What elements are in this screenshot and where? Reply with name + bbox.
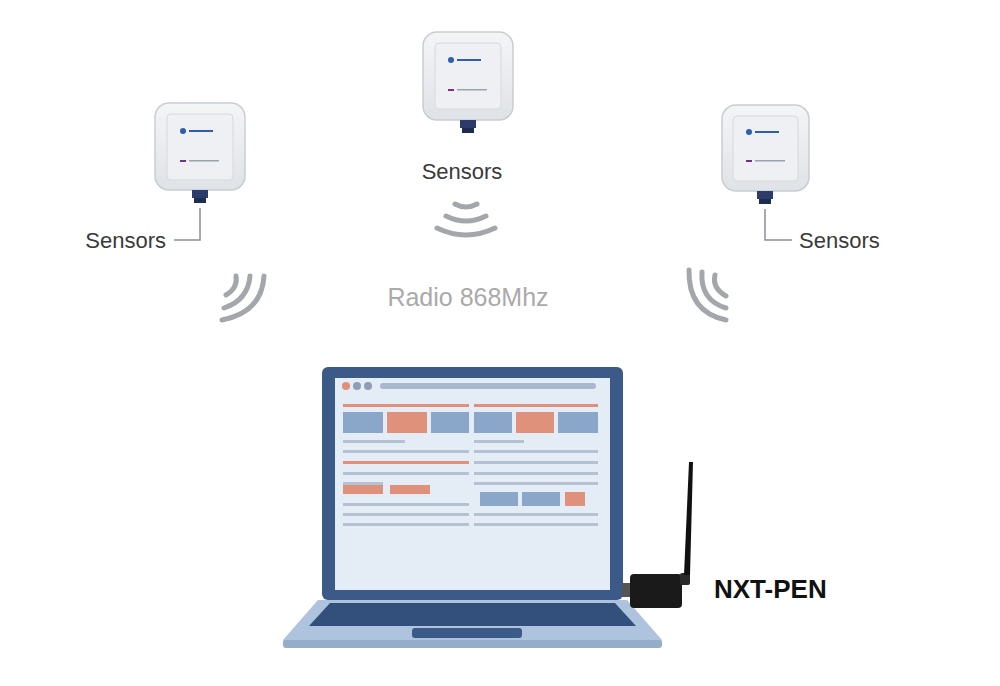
usb-dongle	[622, 462, 693, 608]
callout-label: Sensors	[799, 230, 880, 252]
leader-line	[174, 208, 200, 240]
laptop	[283, 367, 662, 648]
device-label: NXT-PEN	[714, 576, 827, 602]
sensor-device	[155, 103, 245, 203]
sensor-device	[722, 105, 809, 204]
leader-line	[765, 209, 792, 240]
callout-label: Sensors	[422, 161, 503, 183]
radio-label: Radio 868Mhz	[387, 285, 548, 310]
sensor-device	[423, 32, 513, 133]
radio-waves	[222, 204, 726, 320]
callout-label: Sensors	[85, 230, 166, 252]
